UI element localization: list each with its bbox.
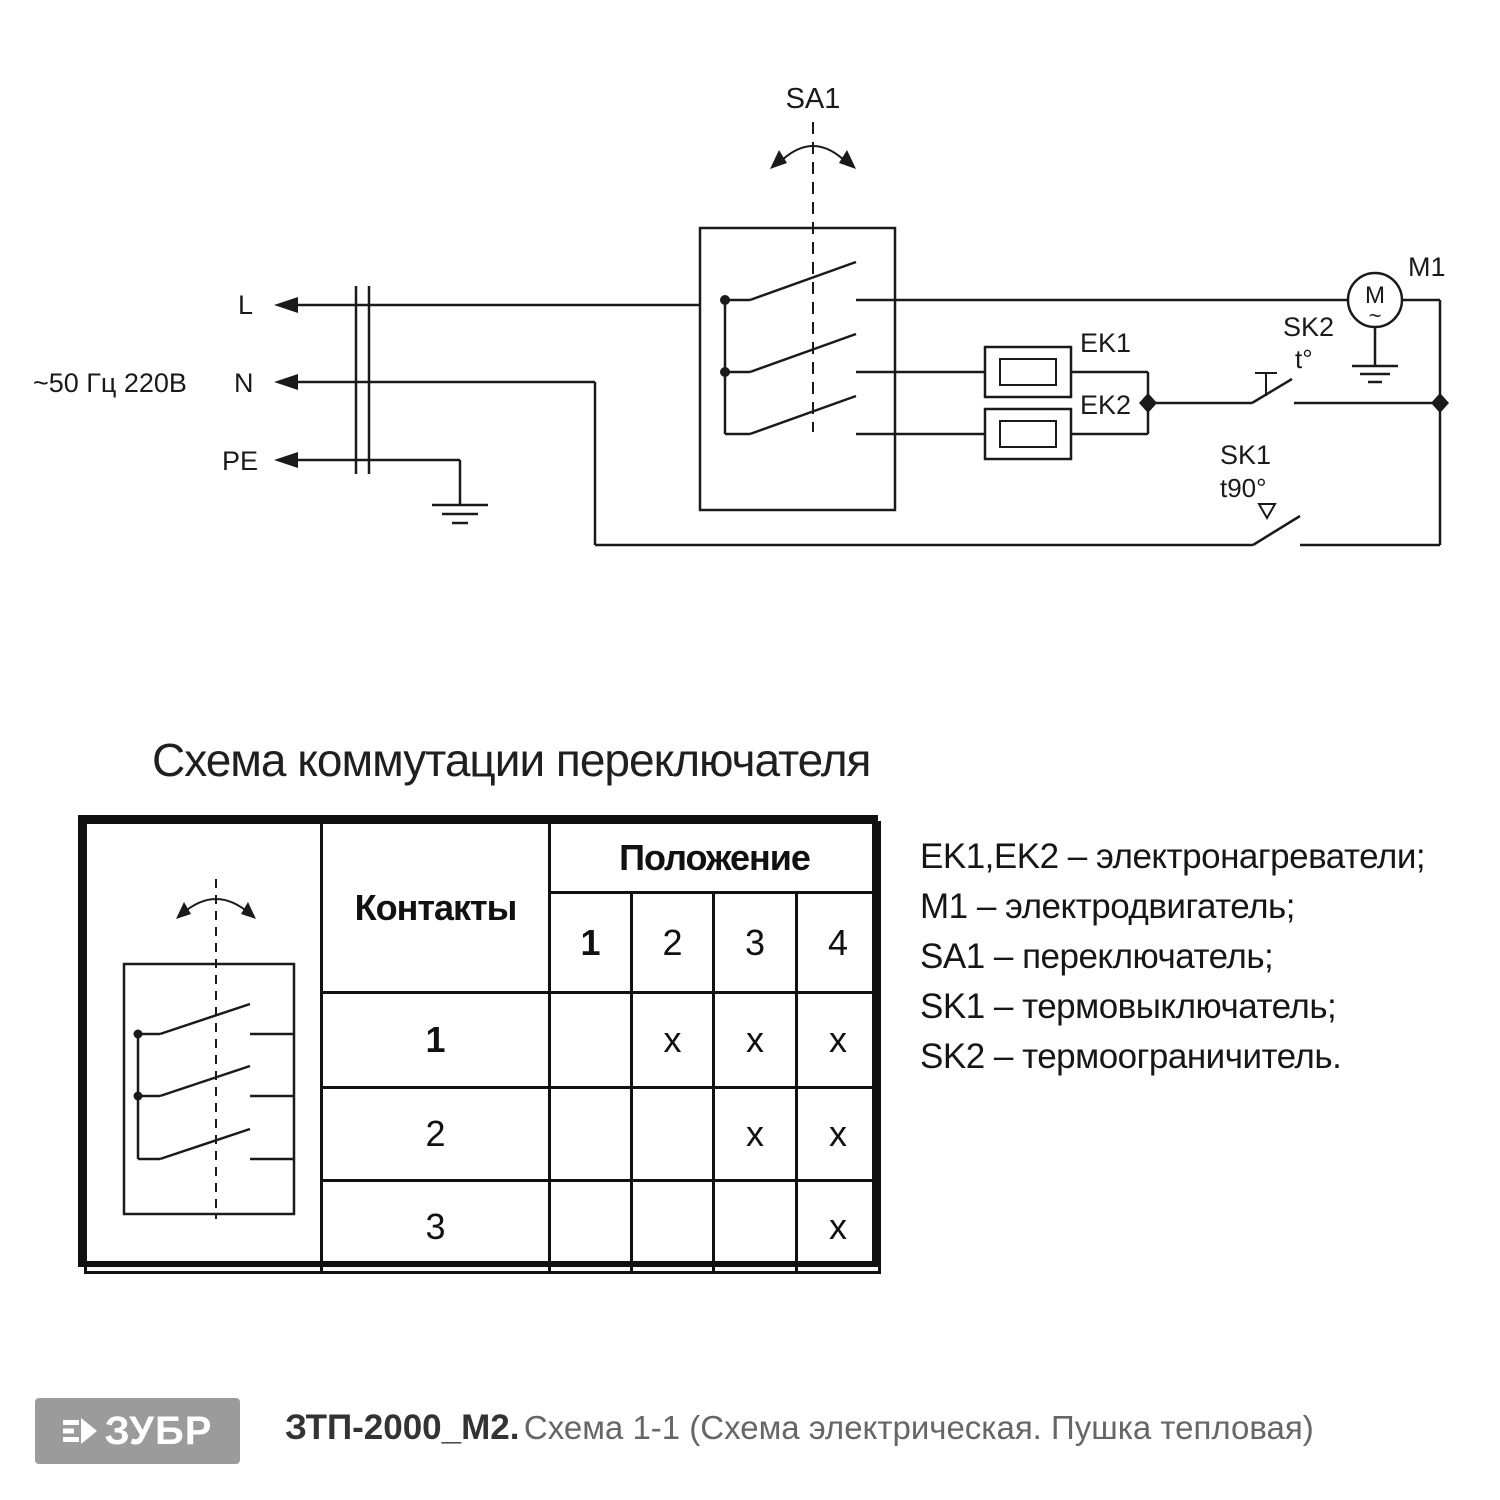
sa1-arrowhead-right (839, 150, 856, 169)
switch-mini-diagram (122, 879, 295, 1219)
terminal-l-label: L (238, 290, 253, 320)
legend-item: EK1,EK2 – электронагреватели; (920, 837, 1426, 876)
sa1-switch-box (698, 226, 897, 512)
motor-symbol: M (1365, 282, 1385, 309)
commutation-title: Схема коммутации переключателя (152, 734, 871, 786)
mark-cell: x (712, 991, 798, 1089)
mark-cell: x (794, 991, 882, 1089)
mini-c1-blade (159, 1002, 250, 1036)
sk1-release-triangle (1257, 503, 1277, 521)
mark-cell: x (794, 1086, 882, 1182)
contacts-header: Контакты (320, 821, 551, 994)
ek1-label: EK1 (1080, 328, 1131, 358)
legend: EK1,EK2 – электронагреватели; M1 – элект… (920, 832, 1490, 1082)
terminal-n-label: N (234, 368, 254, 398)
sk1-blade (1252, 514, 1301, 547)
sk2-blade (1251, 377, 1293, 405)
mini-arrowhead-right (240, 902, 256, 919)
position-header: Положение (547, 821, 882, 894)
mark-cell: x (794, 1179, 882, 1274)
mark-cell: x (630, 991, 715, 1089)
terminal-pe-label: PE (222, 446, 258, 476)
mini-switch-box (122, 962, 295, 1216)
mini-rotate-arrow (180, 898, 251, 915)
mini-c3-blade (159, 1127, 250, 1161)
legend-item: M1 – электродвигатель; (920, 887, 1296, 926)
sa1-label: SA1 (786, 83, 841, 115)
contact-3-label: 3 (320, 1179, 551, 1274)
sk1-temp-label: t90° (1220, 473, 1267, 503)
legend-item: SK1 – термовыключатель; (920, 987, 1337, 1026)
mini-arrowhead-left (175, 902, 191, 919)
mini-c2-blade (159, 1064, 250, 1098)
zubr-logo-text: ЗУБР (104, 1408, 213, 1453)
motor-wave: ~ (1369, 303, 1382, 328)
mark-cell (548, 991, 633, 1089)
scheme-description: Схема 1-1 (Схема электрическая. Пушка те… (523, 1409, 1314, 1446)
arrow-l (274, 297, 298, 313)
mark-cell (548, 1086, 633, 1182)
position-col-1: 1 (548, 891, 633, 994)
mark-cell (548, 1179, 633, 1274)
legend-item: SK2 – термоограничитель. (920, 1037, 1342, 1076)
mark-cell: x (712, 1086, 798, 1182)
contact-1-label: 1 (320, 991, 551, 1089)
contact2-blade (749, 332, 857, 374)
mark-cell (630, 1086, 715, 1182)
ek2-heater (983, 407, 1073, 461)
contact3-blade (749, 394, 857, 436)
arrow-n (274, 374, 298, 390)
switch-mini-diagram-cell (84, 821, 323, 1274)
zubr-logo: ЗУБР (35, 1398, 240, 1464)
sk2-label: SK2 (1283, 312, 1334, 342)
contact1-blade (749, 260, 857, 302)
contact-2-label: 2 (320, 1086, 551, 1182)
mark-cell (630, 1179, 715, 1274)
motor-label: M1 (1408, 252, 1446, 282)
position-col-3: 3 (712, 891, 798, 994)
sk2-temp-label: t° (1295, 344, 1313, 374)
node-diamond-2 (1431, 393, 1449, 413)
commutation-table: Контакты Положение 1 2 3 4 1 x x x 2 x (78, 815, 882, 1274)
power-label: ~50 Гц 220В (33, 368, 187, 398)
sa1-arrowhead-left (770, 150, 787, 169)
arrow-pe (274, 452, 298, 468)
footer-caption: ЗТП-2000_М2. Схема 1-1 (Схема электричес… (285, 1408, 1314, 1448)
table-row: 1 x x x (86, 991, 882, 1089)
legend-item: SA1 – переключатель; (920, 937, 1274, 976)
ek1-heater (983, 345, 1073, 399)
zubr-arrow-icon (62, 1418, 97, 1444)
circuit-diagram: SA1 ~50 Гц 220В L N PE (33, 83, 1449, 547)
model-label: ЗТП-2000_М2. (285, 1408, 520, 1447)
table-row: 2 x x (86, 1086, 882, 1182)
ek1-heater-inner (999, 358, 1057, 386)
ek2-heater-inner (999, 420, 1057, 448)
mark-cell (712, 1179, 798, 1274)
position-col-2: 2 (630, 891, 715, 994)
position-col-4: 4 (794, 891, 882, 994)
footer: ЗУБР ЗТП-2000_М2. Схема 1-1 (Схема элект… (0, 1390, 1500, 1500)
table-row: 3 x (86, 1179, 882, 1274)
sk1-label: SK1 (1220, 440, 1271, 470)
ek2-label: EK2 (1080, 390, 1131, 420)
sa1-rotate-arrow (777, 145, 849, 165)
